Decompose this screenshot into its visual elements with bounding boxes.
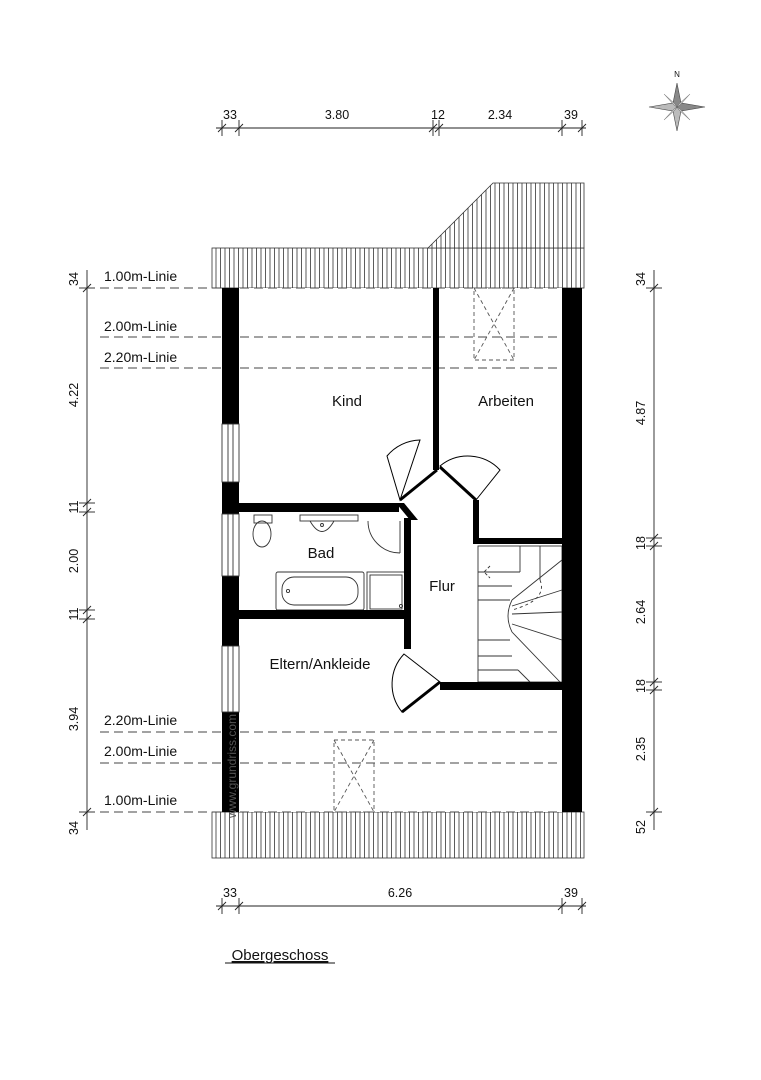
- dim-right-4: 18: [634, 679, 648, 693]
- dim-top-4: 39: [564, 108, 578, 122]
- dimension-labels-right: 34 4.87 18 2.64 18 2.35 52: [634, 272, 648, 834]
- dim-top-1: 3.80: [325, 108, 349, 122]
- walls: [222, 288, 582, 812]
- compass-icon: N: [648, 70, 706, 132]
- room-label-bad: Bad: [308, 545, 335, 562]
- dim-bottom-0: 33: [223, 886, 237, 900]
- dim-top-2: 12: [431, 108, 445, 122]
- dim-right-3: 2.64: [634, 600, 648, 624]
- dim-bottom-2: 39: [564, 886, 578, 900]
- dim-right-0: 34: [634, 272, 648, 286]
- height-line-bottom-220: 2.20m-Linie: [104, 712, 177, 728]
- room-label-flur: Flur: [429, 578, 455, 595]
- height-lines: [100, 287, 566, 813]
- room-label-eltern: Eltern/Ankleide: [270, 656, 371, 673]
- dim-left-2: 11: [67, 500, 81, 513]
- dimension-labels-left: 34 4.22 11 2.00 11 3.94 34: [67, 272, 81, 835]
- dimension-labels-bottom: 33 6.26 39: [223, 886, 578, 900]
- height-line-top-200: 2.00m-Linie: [104, 318, 177, 334]
- watermark: www.grundriss.com: [225, 714, 239, 819]
- dim-right-2: 18: [634, 536, 648, 550]
- page-title: Obergeschoss: [232, 947, 329, 964]
- height-line-top-220: 2.20m-Linie: [104, 349, 177, 365]
- doors: [386, 439, 501, 714]
- dim-right-5: 2.35: [634, 737, 648, 761]
- height-line-bottom-200: 2.00m-Linie: [104, 743, 177, 759]
- dimension-lines: [79, 120, 662, 914]
- dim-top-0: 33: [223, 108, 237, 122]
- compass-north-label: N: [674, 70, 680, 79]
- height-line-top-100: 1.00m-Linie: [104, 268, 177, 284]
- height-line-labels: 1.00m-Linie 2.00m-Linie 2.20m-Linie 2.20…: [102, 266, 200, 808]
- dimension-labels-top: 33 3.80 12 2.34 39: [223, 108, 578, 122]
- dim-left-5: 3.94: [67, 707, 81, 731]
- windows: [221, 423, 240, 713]
- dim-right-1: 4.87: [634, 401, 648, 425]
- dim-left-3: 2.00: [67, 549, 81, 573]
- dim-right-6: 52: [634, 820, 648, 834]
- dim-bottom-1: 6.26: [388, 886, 412, 900]
- dim-left-6: 34: [67, 821, 81, 835]
- height-line-bottom-100: 1.00m-Linie: [104, 792, 177, 808]
- roof-top: [211, 182, 585, 289]
- room-label-kind: Kind: [332, 393, 362, 410]
- room-label-arbeiten: Arbeiten: [478, 393, 534, 410]
- dim-left-1: 4.22: [67, 383, 81, 407]
- dim-top-3: 2.34: [488, 108, 512, 122]
- roof-bottom: [211, 811, 585, 859]
- dim-left-0: 34: [67, 272, 81, 286]
- dim-left-4: 11: [67, 607, 81, 620]
